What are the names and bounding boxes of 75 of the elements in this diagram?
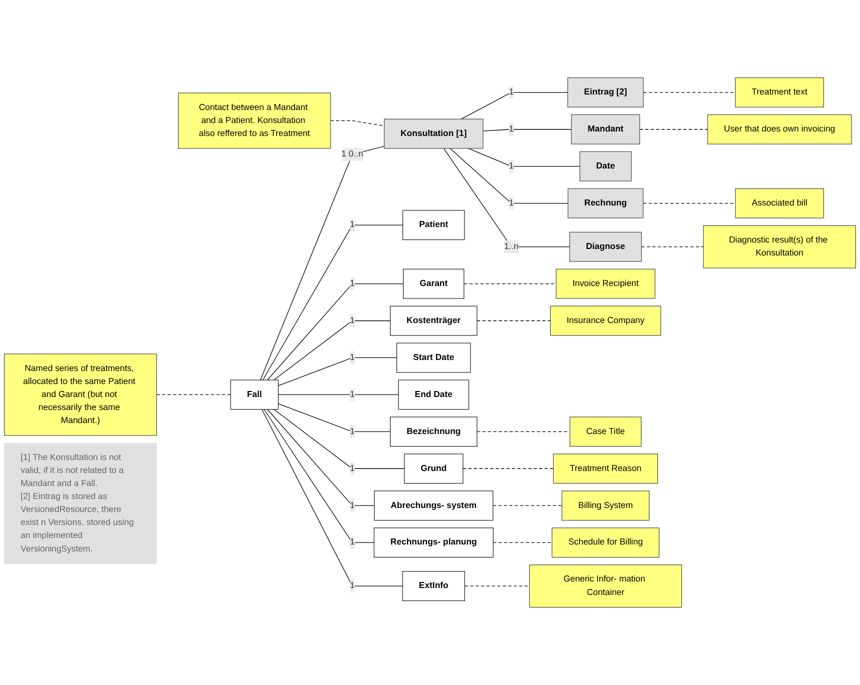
edge-label: 1 [350,426,355,436]
connector [642,203,736,204]
connector [264,409,374,543]
edge-label: 1 [350,352,355,362]
node-box: Mandant [571,114,640,144]
node-box: Date [580,151,632,182]
edge-label: 1 [350,278,355,288]
connector [492,505,562,506]
node-box: Eintrag [2] [567,77,644,108]
node-box: User that does own invoicing [707,114,852,144]
connector [443,148,570,248]
edge-label: 1 [350,390,355,400]
node-box: ExtInfo [402,571,465,602]
edge-label: 1 [508,198,514,208]
connector [468,148,580,167]
connector [639,129,708,130]
node-box: Grund [404,454,464,484]
edge-label: 1 [508,88,514,97]
edge-label: 1 [350,500,355,510]
node-box: Schedule for Billing [552,528,660,558]
node-box: Diagnose [569,232,642,262]
node-box: Associated bill [735,188,824,218]
node-box: Kostenträger [390,306,478,336]
connector [278,394,399,396]
node-box: Start Date [396,342,471,373]
edge-label: 1 [350,464,355,473]
node-box: Rechnung [568,188,644,218]
node-box: Garant [403,268,464,299]
connector [464,283,556,284]
node-box: Fall [230,380,279,410]
connector [643,92,736,93]
connector [274,320,391,380]
edge-label: 1 [508,161,514,171]
node-box: Bezeichnung [390,416,478,447]
connector [156,394,231,396]
node-box: Patient [402,210,465,240]
node-box: Generic Infor- mation Container [529,564,682,608]
edge-label: 1 [350,220,355,230]
connector [262,224,404,380]
edge-label: 1 [350,316,355,326]
node-box: Konsultation [1] [384,118,484,149]
connector [260,146,385,380]
connector [476,320,551,322]
connector [274,409,405,469]
connector [278,357,398,386]
connector [462,468,554,469]
node-box: Treatment Reason [553,454,658,484]
node-box: Rechnungs- planung [374,528,494,558]
node-box: Named series of treatments, allocated to the same Patient and Garant (but not necessarily the same Mandant.) [4,354,157,436]
edge-label: 1 [350,538,355,547]
connector [262,409,403,586]
node-box: Contact between a Mandant and a Patient. Konsultation also reffered to as Treatment [178,92,331,149]
connector [476,431,570,432]
connector [450,148,568,204]
edge-label: 1 [508,124,514,134]
connector [492,542,552,543]
node-box: Billing System [562,490,650,521]
connector [330,120,385,126]
edge-label: 1..n [504,242,519,252]
connector [267,409,375,506]
connector [482,129,572,132]
edge-label: 1 [350,581,355,590]
connector [267,283,404,380]
connector [641,246,704,248]
edge-label: 1 0..n [341,149,364,159]
node-box: Insurance Company [550,306,662,336]
connector [278,403,391,432]
node-box: [1] The Konsultation is not valid, if it is not related to a Mandant and a Fall. [2] Eintrag is stored as VersionedResource, there exist n Versions, stored using an implemented VersioningSystem. [4,442,157,564]
node-box: Abrechungs- system [374,490,494,521]
node-box: Case Title [570,416,642,447]
node-box: Invoice Recipient [556,268,656,299]
connector [460,92,568,120]
node-box: Treatment text [735,77,824,108]
node-box: End Date [398,380,470,410]
node-box: Diagnostic result(s) of the Konsultation [703,225,856,268]
